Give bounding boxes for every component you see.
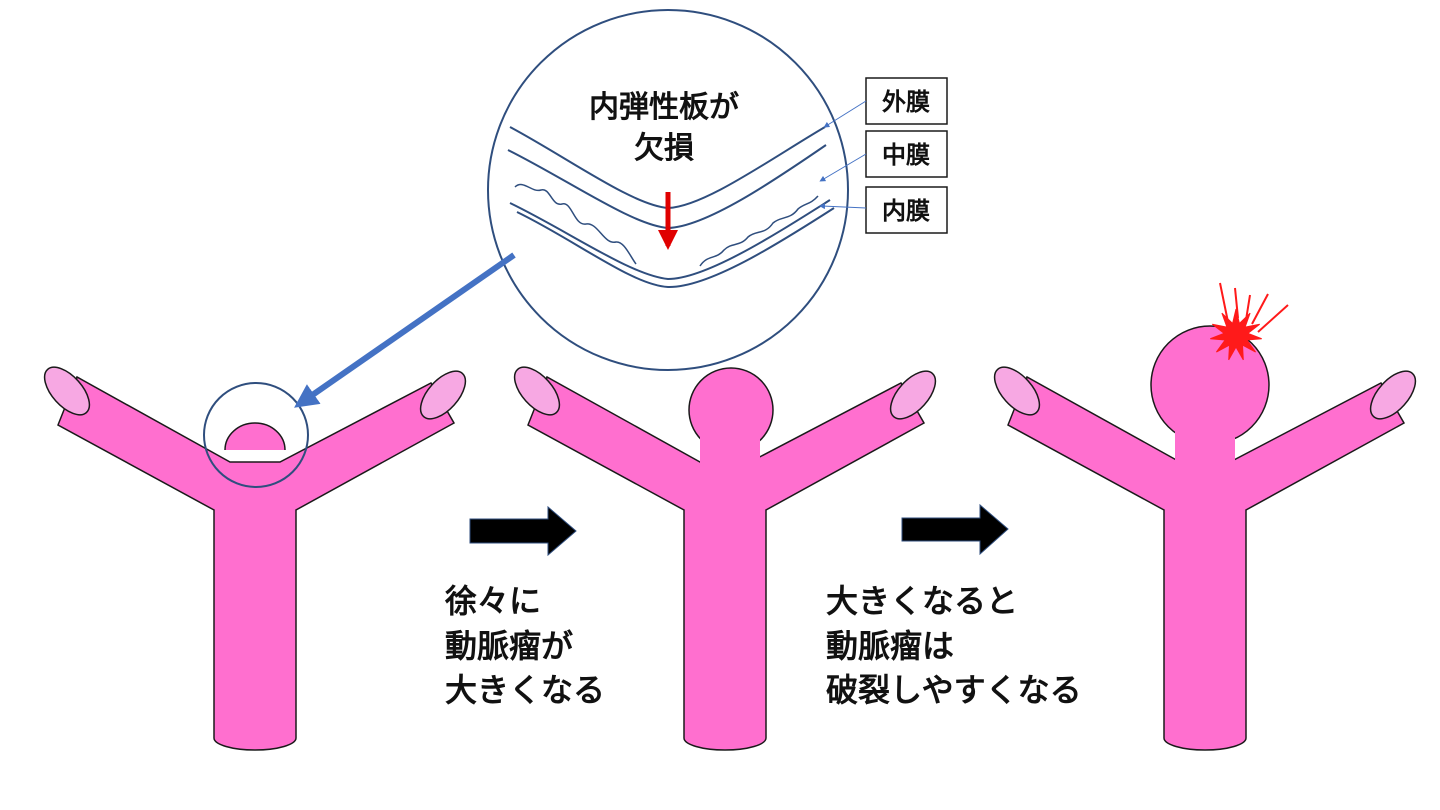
zoom-title-line-2: 欠損 — [634, 131, 694, 166]
right-arrow-icon — [469, 505, 577, 557]
caption-2-line-1: 大きくなると — [826, 582, 1018, 620]
zoom-circle-small — [203, 382, 309, 488]
caption-stage-1: 徐々に 動脈瘤が 大きくなる — [444, 582, 605, 709]
zoom-pointer-arrow — [294, 252, 516, 408]
vessel-stage-1 — [43, 366, 467, 751]
caption-stage-2: 大きくなると 動脈瘤は 破裂しやすくなる — [826, 582, 1082, 709]
vessel-stage-2 — [513, 366, 937, 751]
burst-icon — [1210, 282, 1289, 361]
label-intima: 内膜 — [882, 197, 930, 225]
right-arrow-icon — [901, 503, 1009, 556]
caption-2-line-3: 破裂しやすくなる — [826, 671, 1082, 709]
label-media: 中膜 — [882, 141, 930, 169]
vessel-stage-3 — [993, 282, 1417, 751]
zoom-title-line-1: 内弾性板が — [589, 90, 739, 125]
caption-1-line-1: 徐々に — [444, 582, 541, 620]
caption-2-line-2: 動脈瘤は — [826, 627, 954, 665]
caption-1-line-3: 大きくなる — [445, 671, 605, 709]
zoom-view: 内弾性板が 欠損 — [487, 9, 849, 371]
caption-1-line-2: 動脈瘤が — [445, 627, 573, 665]
layer-labels: 外膜 中膜 内膜 — [819, 77, 948, 234]
label-adventitia: 外膜 — [882, 88, 930, 116]
